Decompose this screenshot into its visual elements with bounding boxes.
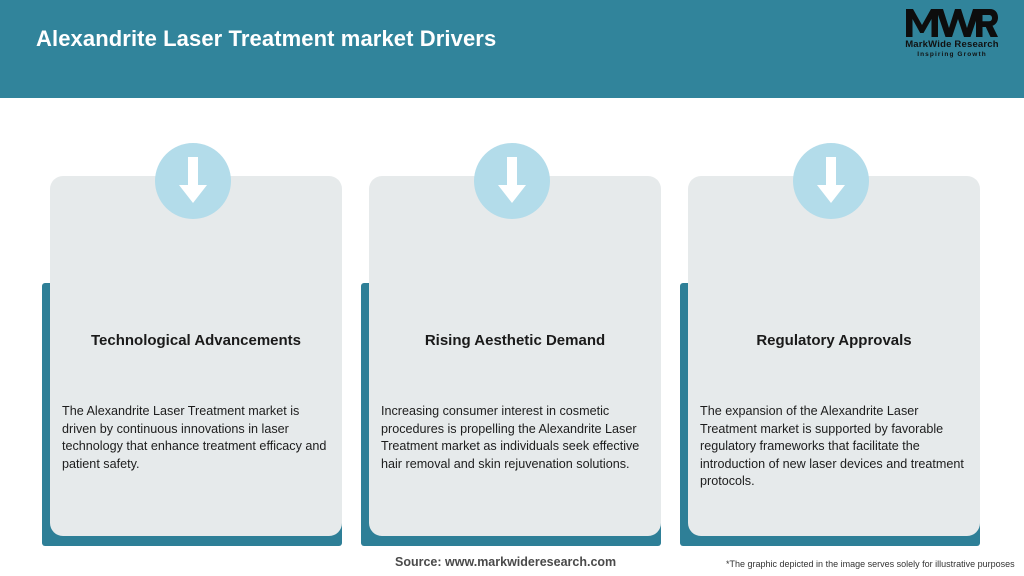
card-title: Rising Aesthetic Demand xyxy=(424,332,606,349)
card-surface: Rising Aesthetic Demand Increasing consu… xyxy=(369,176,661,536)
arrow-down-icon-badge xyxy=(155,143,231,219)
card-body-text: The Alexandrite Laser Treatment market i… xyxy=(62,404,327,471)
driver-card-1: Technological Advancements The Alexandri… xyxy=(42,98,342,550)
driver-card-3: Regulatory Approvals The expansion of th… xyxy=(680,98,980,550)
page-header: Alexandrite Laser Treatment market Drive… xyxy=(0,0,1024,98)
card-surface: Regulatory Approvals The expansion of th… xyxy=(688,176,980,536)
card-surface: Technological Advancements The Alexandri… xyxy=(50,176,342,536)
arrow-down-icon-badge xyxy=(793,143,869,219)
brand-logo: MarkWide Research Inspiring Growth xyxy=(898,8,1006,64)
card-title: Regulatory Approvals xyxy=(756,332,912,349)
arrow-down-icon-badge xyxy=(474,143,550,219)
drivers-card-row: Technological Advancements The Alexandri… xyxy=(0,98,1024,550)
arrow-down-icon xyxy=(179,157,207,203)
driver-card-2: Rising Aesthetic Demand Increasing consu… xyxy=(361,98,661,550)
card-title: Technological Advancements xyxy=(90,332,302,349)
disclaimer-label: *The graphic depicted in the image serve… xyxy=(726,559,1015,569)
source-label: Source: www.markwideresearch.com xyxy=(395,555,617,569)
logo-tagline: Inspiring Growth xyxy=(917,51,987,58)
arrow-down-icon xyxy=(817,157,845,203)
mwr-logo-icon xyxy=(906,9,998,37)
arrow-down-icon xyxy=(498,157,526,203)
card-body-text: The expansion of the Alexandrite Laser T… xyxy=(700,404,964,489)
card-body-text: Increasing consumer interest in cosmetic… xyxy=(381,404,640,471)
page-title: Alexandrite Laser Treatment market Drive… xyxy=(36,26,497,51)
logo-company-name: MarkWide Research xyxy=(905,39,999,50)
